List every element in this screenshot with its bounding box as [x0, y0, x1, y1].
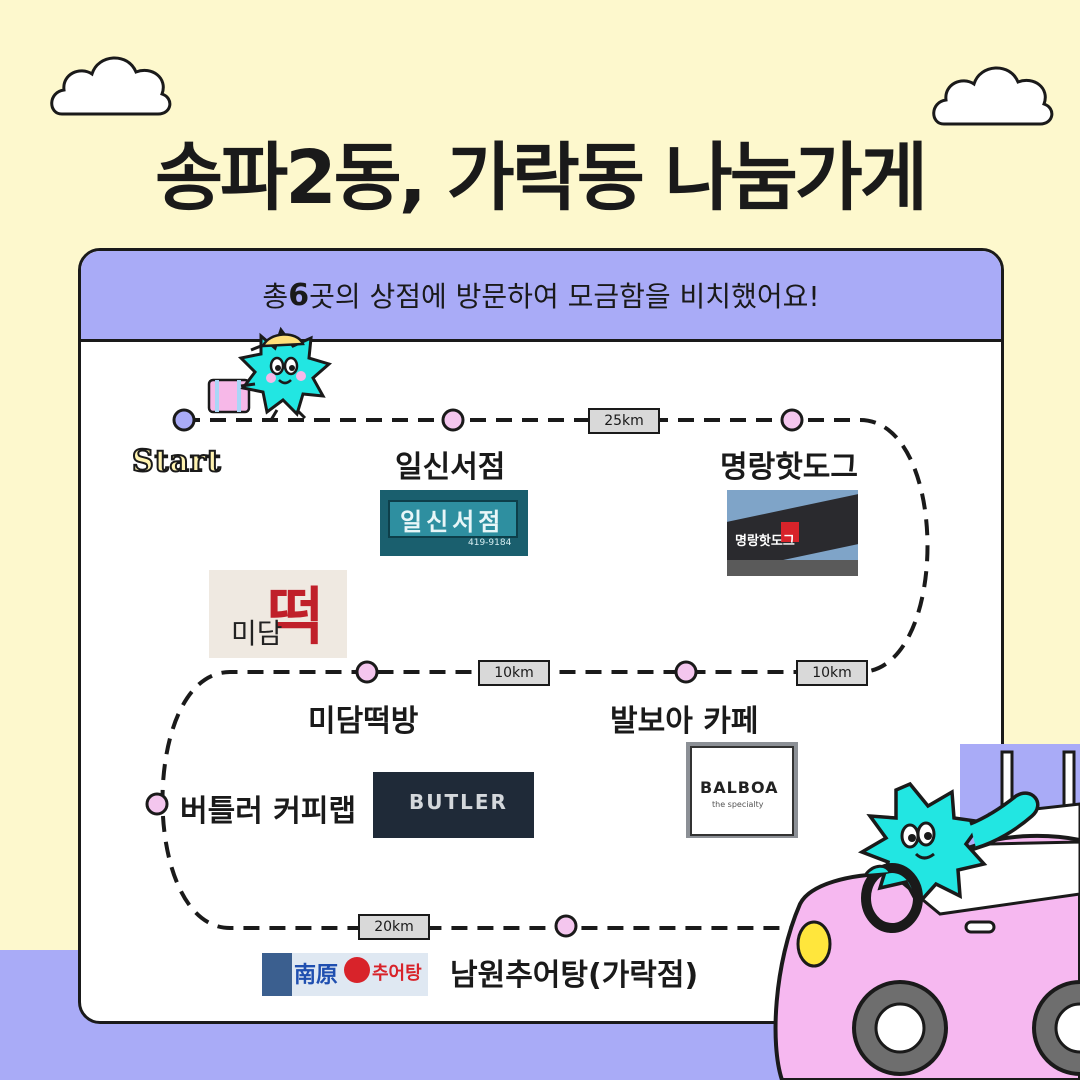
page-title: 송파2동, 가락동 나눔가게 [155, 135, 928, 221]
sign-text-namwon: 南原 [294, 963, 339, 988]
sign-sub-ilsin: 419-9184 [468, 538, 512, 548]
photo-namwon: 南原 추어탕 [262, 953, 428, 996]
stop-dot-namwon [554, 914, 578, 938]
photo-ilsin: 일신서점 419-9184 [380, 490, 528, 556]
header-suffix: 곳의 상점에 방문하여 모금함을 비치했어요! [309, 280, 820, 313]
photo-butler: BUTLER [373, 772, 534, 838]
sign-text-butler: BUTLER [409, 790, 508, 814]
sign-text-myeongrang: 명랑핫도그 [735, 534, 795, 549]
stop-dot-myeongrang [780, 408, 804, 432]
store-name-butler: 버틀러 커피랩 [180, 794, 357, 829]
sign-sub-balboa: the specialty [712, 800, 764, 809]
photo-balboa: BALBOA the specialty [686, 742, 798, 838]
sign-text-midam: 떡 [267, 580, 325, 653]
sign-sub-namwon: 추어탕 [372, 963, 422, 984]
store-count: 6 [288, 277, 310, 313]
mascot-traveler-icon [207, 326, 333, 421]
stop-dot-balboa [674, 660, 698, 684]
mascot-car-icon [773, 744, 1080, 1080]
sign-sub-midam: 미담 [231, 617, 283, 650]
stop-dot-ilsin [441, 408, 465, 432]
distance-tag: 25km [588, 408, 660, 434]
stop-dot-midam [355, 660, 379, 684]
card-header: 총 6 곳의 상점에 방문하여 모금함을 비치했어요! [81, 251, 1001, 342]
header-prefix: 총 [262, 280, 289, 313]
store-name-namwon: 남원추어탕(가락점) [450, 958, 699, 993]
start-label: Start [131, 443, 222, 480]
cloud-left-icon [50, 56, 172, 116]
cloud-right-icon [932, 66, 1054, 126]
sign-text-balboa: BALBOA [700, 778, 779, 797]
distance-tag: 10km [478, 660, 550, 686]
store-name-myeongrang: 명랑핫도그 [720, 450, 858, 485]
sign-text-ilsin: 일신서점 [400, 508, 505, 536]
stop-dot-butler [145, 792, 169, 816]
store-name-ilsin: 일신서점 [395, 450, 506, 485]
photo-midam: 떡 미담 [209, 570, 347, 658]
distance-tag: 20km [358, 914, 430, 940]
store-name-midam: 미담떡방 [308, 704, 419, 739]
store-name-balboa: 발보아 카페 [610, 704, 759, 739]
start-dot [172, 408, 196, 432]
distance-tag: 10km [796, 660, 868, 686]
photo-myeongrang: 명랑핫도그 [727, 490, 858, 576]
